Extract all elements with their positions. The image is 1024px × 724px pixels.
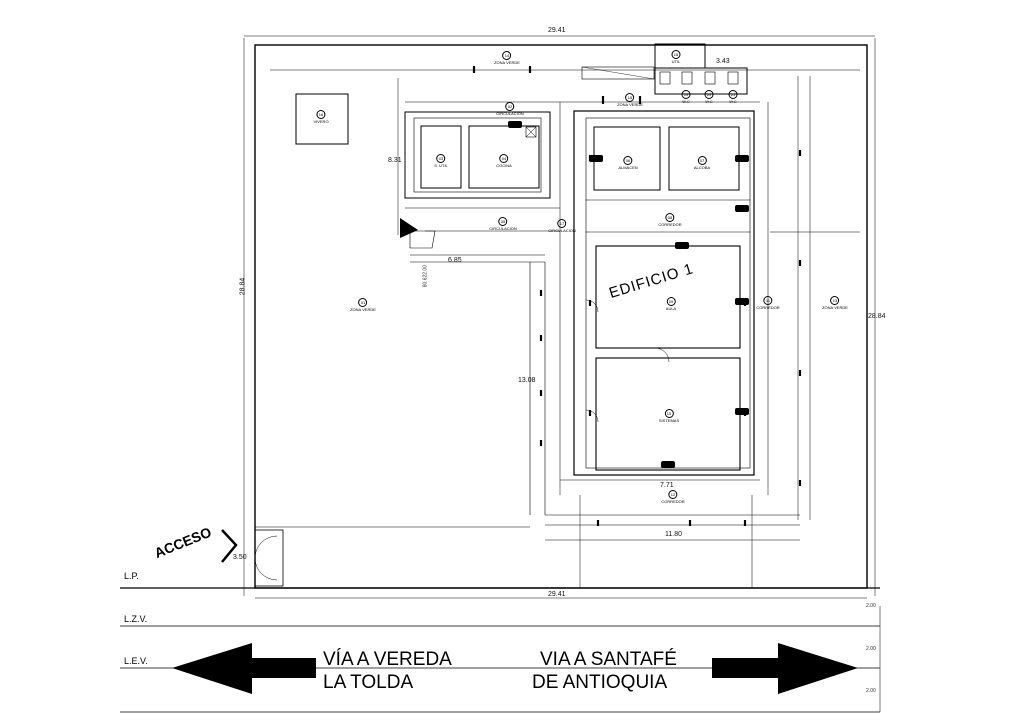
access-chevron (221, 529, 238, 563)
kitchen-block-outer (404, 111, 551, 199)
street-right-line2: DE ANTIOQUIA (532, 672, 668, 693)
label-lev: L.E.V. (124, 656, 148, 666)
wc-block (654, 67, 748, 95)
label-lzv: L.Z.V. (124, 614, 148, 624)
access-ramp (409, 230, 436, 249)
vivero-block (295, 93, 349, 145)
dim-gate: 3.50 (233, 554, 247, 561)
dim-edif: 7.71 (660, 482, 674, 489)
street-right-line1: VIA A SANTAFÉ (540, 649, 677, 670)
access-gate (254, 529, 284, 587)
room-cocina (468, 125, 540, 189)
street-left-line1: VÍA A VEREDA (323, 649, 452, 670)
dim-street-1: 2.00 (866, 603, 876, 609)
cocina-unit (525, 126, 537, 138)
kitchen-block-inner (413, 117, 542, 193)
room-sutil (420, 125, 462, 189)
dim-street-3: 2.00 (866, 688, 876, 694)
room-aula (595, 245, 741, 349)
dim-small-a: 6.85 (448, 257, 462, 264)
dim-top: 29.41 (548, 27, 566, 34)
dim-left: 28.84 (239, 277, 247, 296)
street-left-line2: LA TOLDA (323, 672, 414, 693)
access-marker (400, 218, 418, 238)
dim-vert-b: 13.08 (518, 377, 536, 384)
dim-offset: 3.43 (716, 58, 730, 65)
dim-vert-a: 8.31 (388, 157, 402, 164)
arrow-right (712, 643, 858, 694)
arrow-left (172, 643, 316, 694)
dim-street-2: 2.00 (866, 646, 876, 652)
dim-bottom: 29.41 (548, 591, 566, 598)
dim-elev: 80.622.00 (422, 265, 429, 288)
edificio-1-outer (573, 110, 755, 476)
dim-lower: 11.80 (665, 531, 682, 538)
label-lp: L.P. (124, 571, 139, 581)
dim-right: 28.84 (868, 313, 886, 320)
site-boundary (254, 44, 868, 589)
